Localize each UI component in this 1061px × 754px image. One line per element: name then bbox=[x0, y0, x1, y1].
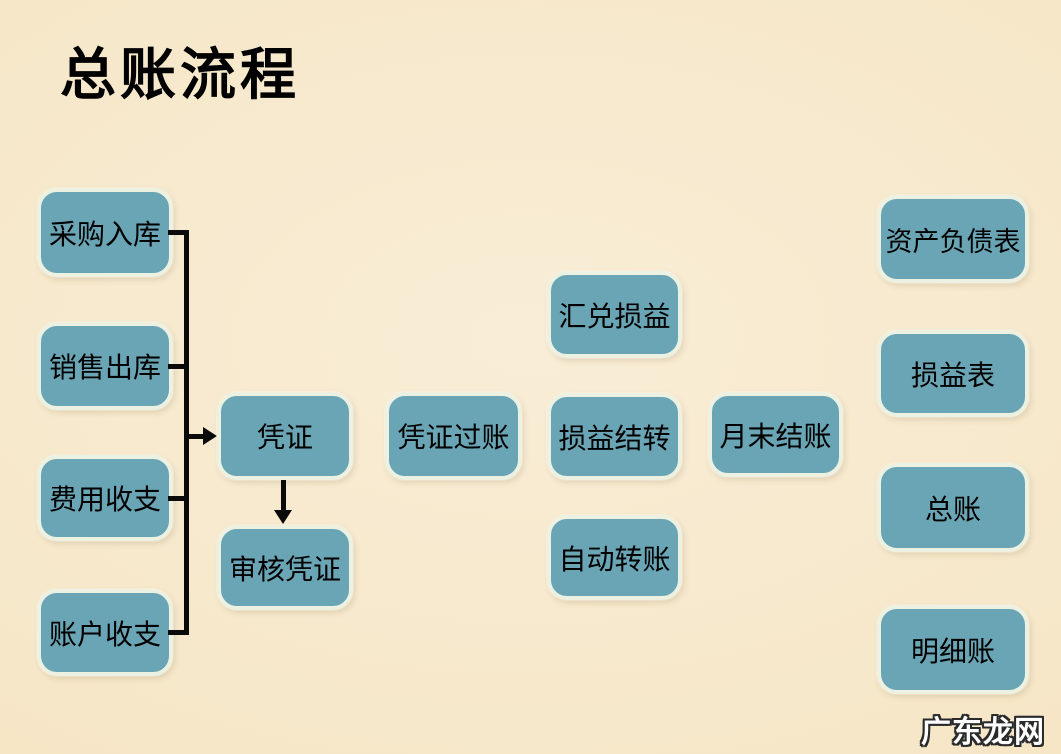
bracket-stub-account bbox=[168, 630, 188, 635]
node-exchange-gain-loss-label: 汇兑损益 bbox=[558, 301, 671, 333]
node-purchase-inbound: 采购入库 bbox=[37, 188, 173, 277]
node-voucher: 凭证 bbox=[217, 392, 353, 480]
arrow-voucher-to-audit-head bbox=[274, 510, 292, 524]
node-audit-voucher: 审核凭证 bbox=[217, 525, 353, 610]
bracket-stub-sales bbox=[168, 364, 188, 369]
arrow-to-voucher-shaft bbox=[186, 434, 205, 439]
node-profit-loss-carryover-label: 损益结转 bbox=[558, 423, 671, 455]
node-month-end-closing-label: 月末结账 bbox=[719, 421, 832, 453]
node-detail-ledger: 明细账 bbox=[877, 605, 1029, 694]
node-sales-outbound-label: 销售出库 bbox=[48, 353, 161, 384]
node-auto-transfer-label: 自动转账 bbox=[558, 544, 671, 576]
node-sales-outbound: 销售出库 bbox=[37, 322, 173, 410]
node-expense-income-label: 费用收支 bbox=[48, 485, 161, 516]
node-voucher-posting-label: 凭证过账 bbox=[397, 423, 510, 454]
node-auto-transfer: 自动转账 bbox=[547, 515, 682, 600]
bracket-line bbox=[184, 230, 189, 635]
node-expense-income: 费用收支 bbox=[37, 455, 173, 541]
arrow-voucher-to-audit-shaft bbox=[281, 480, 286, 512]
node-account-income: 账户收支 bbox=[37, 589, 173, 676]
node-audit-voucher-label: 审核凭证 bbox=[228, 554, 341, 586]
node-income-statement-label: 损益表 bbox=[910, 360, 995, 392]
node-detail-ledger-label: 明细账 bbox=[910, 636, 995, 668]
node-purchase-inbound-label: 采购入库 bbox=[48, 219, 161, 251]
page-title: 总账流程 bbox=[60, 43, 300, 108]
node-voucher-posting: 凭证过账 bbox=[385, 392, 522, 480]
arrow-to-voucher-head bbox=[203, 427, 217, 445]
node-exchange-gain-loss: 汇兑损益 bbox=[547, 271, 682, 358]
node-voucher-label: 凭证 bbox=[256, 423, 313, 454]
node-profit-loss-carryover: 损益结转 bbox=[547, 393, 682, 480]
node-month-end-closing: 月末结账 bbox=[708, 392, 843, 477]
bracket-stub-purchase bbox=[168, 230, 188, 235]
node-general-ledger: 总账 bbox=[877, 463, 1029, 552]
node-balance-sheet-label: 资产负债表 bbox=[885, 226, 1021, 257]
node-general-ledger-label: 总账 bbox=[924, 494, 981, 526]
bracket-stub-expense bbox=[168, 496, 188, 501]
node-balance-sheet: 资产负债表 bbox=[877, 195, 1029, 283]
watermark: 广东龙网 bbox=[921, 715, 1045, 750]
node-account-income-label: 账户收支 bbox=[48, 619, 161, 651]
node-income-statement: 损益表 bbox=[877, 330, 1029, 417]
